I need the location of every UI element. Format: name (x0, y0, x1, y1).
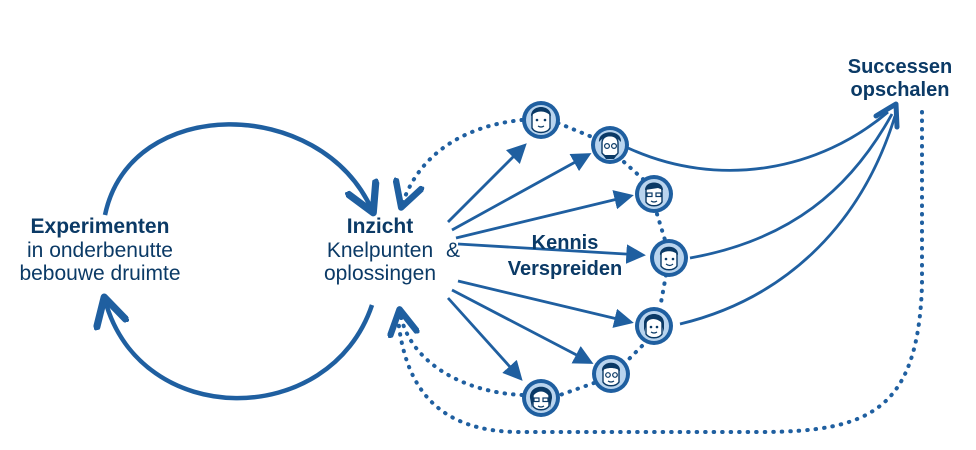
inzicht-label: Inzicht Knelpunten & oplossingen (300, 215, 460, 286)
experimenten-line3: bebouwe druimte (19, 262, 181, 286)
person-avatar-icon (635, 175, 673, 213)
person-avatar-icon (592, 355, 630, 393)
inzicht-title: Inzicht (346, 215, 414, 238)
dotted-return-long (396, 110, 924, 434)
dotted-people-ring (556, 121, 668, 397)
person-avatar-icon (650, 239, 688, 277)
cycle-arc-bottom (105, 300, 375, 401)
experimenten-title: Experimenten (30, 215, 170, 238)
person-avatar-icon (635, 307, 673, 345)
inzicht-line3: oplossingen (323, 262, 437, 286)
kennis-line2: Verspreiden (507, 258, 623, 280)
dotted-feedback-bottom (400, 312, 524, 397)
scale-up-curves (627, 110, 897, 326)
experimenten-label: Experimenten in onderbenutte bebouwe dru… (0, 215, 200, 286)
scale-up-arrowhead (873, 101, 900, 130)
kennis-label: Kennis Verspreiden (490, 230, 640, 282)
experimenten-line2: in onderbenutte (27, 238, 173, 262)
inzicht-line2: Knelpunten (326, 238, 434, 262)
successen-label: Successen opschalen (820, 56, 976, 102)
cycle-arc-top (102, 122, 372, 215)
dotted-feedback-top (402, 118, 524, 205)
person-avatar-icon (522, 101, 560, 139)
person-avatar-icon (522, 379, 560, 417)
successen-line1: Successen (847, 56, 953, 78)
kennis-line1: Kennis (531, 232, 599, 254)
person-avatar-icon (591, 126, 629, 164)
successen-line2: opschalen (850, 79, 950, 101)
knowledge-arrows (446, 143, 646, 381)
inzicht-ampersand: & (446, 239, 461, 262)
